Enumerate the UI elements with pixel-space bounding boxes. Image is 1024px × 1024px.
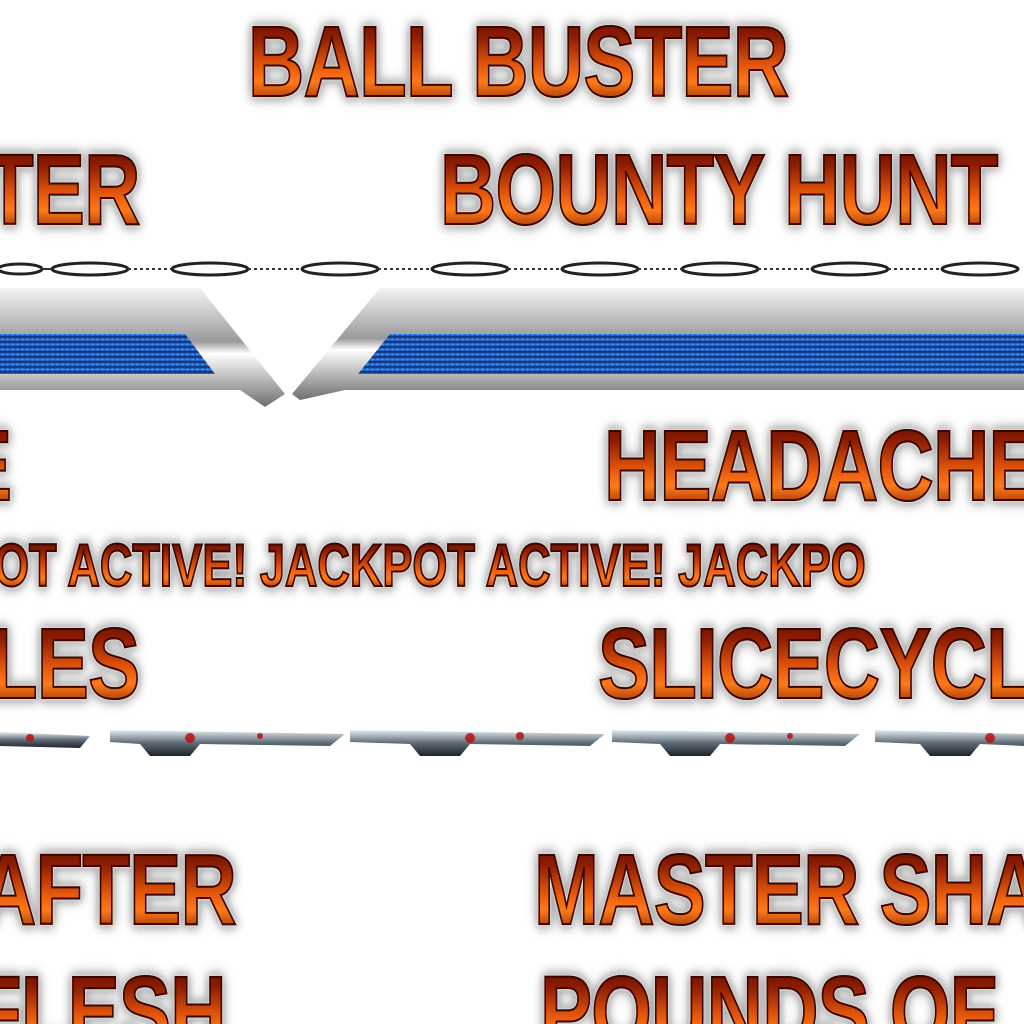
pounds-of-label: POUNDS OF: [539, 961, 998, 1024]
headache-label: HEADACHE: [603, 415, 1024, 517]
flesh-label: FLESH: [0, 961, 227, 1024]
master-sha-label: MASTER SHA: [533, 839, 1024, 941]
chain-strip-icon: [0, 261, 1020, 277]
jackpot-active-strip: OT ACTIVE! JACKPOT ACTIVE! JACKPO: [0, 535, 866, 597]
ball-buster-label: BALL BUSTER: [247, 6, 790, 118]
bounty-hunter-label: BOUNTY HUNT: [439, 134, 999, 246]
left-fragment-les-label: LES: [0, 613, 141, 715]
bloody-metal-strip-icon: [0, 730, 1024, 756]
metallic-blue-bar-icon: [0, 288, 1024, 407]
after-label: AFTER: [0, 839, 238, 941]
left-fragment-e-label: E: [0, 415, 13, 517]
left-fragment-ter-label: TER: [0, 139, 141, 241]
slicecycle-label: SLICECYCL: [597, 613, 1024, 715]
